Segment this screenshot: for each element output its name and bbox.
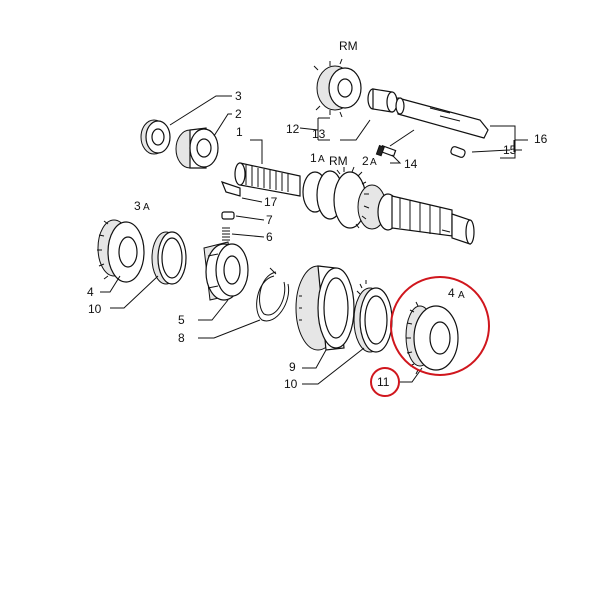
circlip-part-8 xyxy=(256,267,290,322)
label-4a: 4 xyxy=(448,286,455,300)
label-12: 12 xyxy=(286,122,300,136)
label-14: 14 xyxy=(404,157,418,171)
spring-part-6 xyxy=(222,227,230,241)
gear-part-4-left xyxy=(97,219,145,283)
label-4a-sub: A xyxy=(458,290,465,301)
gear-ring-part-9 xyxy=(295,265,355,351)
label-rm-mid: RM xyxy=(329,154,348,168)
highlight-circle-label-11 xyxy=(370,367,400,397)
synchro-ring-part-10-left xyxy=(151,231,187,285)
synchro-ring-part-10-right xyxy=(353,280,393,353)
bolt-part-14 xyxy=(375,144,397,157)
label-2a-sub: A xyxy=(370,157,377,168)
label-4: 4 xyxy=(87,285,94,299)
label-11: 11 xyxy=(377,375,390,389)
bushing-part xyxy=(367,88,398,113)
label-8: 8 xyxy=(178,331,185,345)
label-9: 9 xyxy=(289,360,296,374)
label-5: 5 xyxy=(178,313,185,327)
label-3a: 3 xyxy=(134,199,141,213)
seal-part-3 xyxy=(140,119,171,155)
label-7: 7 xyxy=(266,213,273,227)
reverse-shaft-part-16 xyxy=(395,97,489,139)
label-2: 2 xyxy=(235,107,242,121)
label-2a: 2 xyxy=(362,154,369,168)
label-16: 16 xyxy=(534,132,548,146)
gear-part-4a xyxy=(405,301,459,375)
label-3a-sub: A xyxy=(143,202,150,213)
label-3: 3 xyxy=(235,89,242,103)
reverse-gear-part-13 xyxy=(313,58,362,118)
bearing-part-2 xyxy=(175,127,219,169)
label-1a-sub: A xyxy=(318,154,325,165)
label-1: 1 xyxy=(236,125,243,139)
label-10-right: 10 xyxy=(284,377,298,391)
main-shaft-part-1 xyxy=(234,162,475,245)
detent-part-7 xyxy=(221,211,235,220)
label-15: 15 xyxy=(503,143,517,157)
label-10-left: 10 xyxy=(88,302,102,316)
label-1a: 1 xyxy=(310,151,317,165)
label-13: 13 xyxy=(312,127,326,141)
label-rm-top: RM xyxy=(339,39,358,53)
label-6: 6 xyxy=(266,230,273,244)
pin-part-15 xyxy=(450,146,466,158)
highlight-circle-gear xyxy=(390,276,490,376)
clip-part-17 xyxy=(220,181,241,197)
label-17: 17 xyxy=(264,195,278,209)
synchro-hub-part-5 xyxy=(203,241,249,301)
